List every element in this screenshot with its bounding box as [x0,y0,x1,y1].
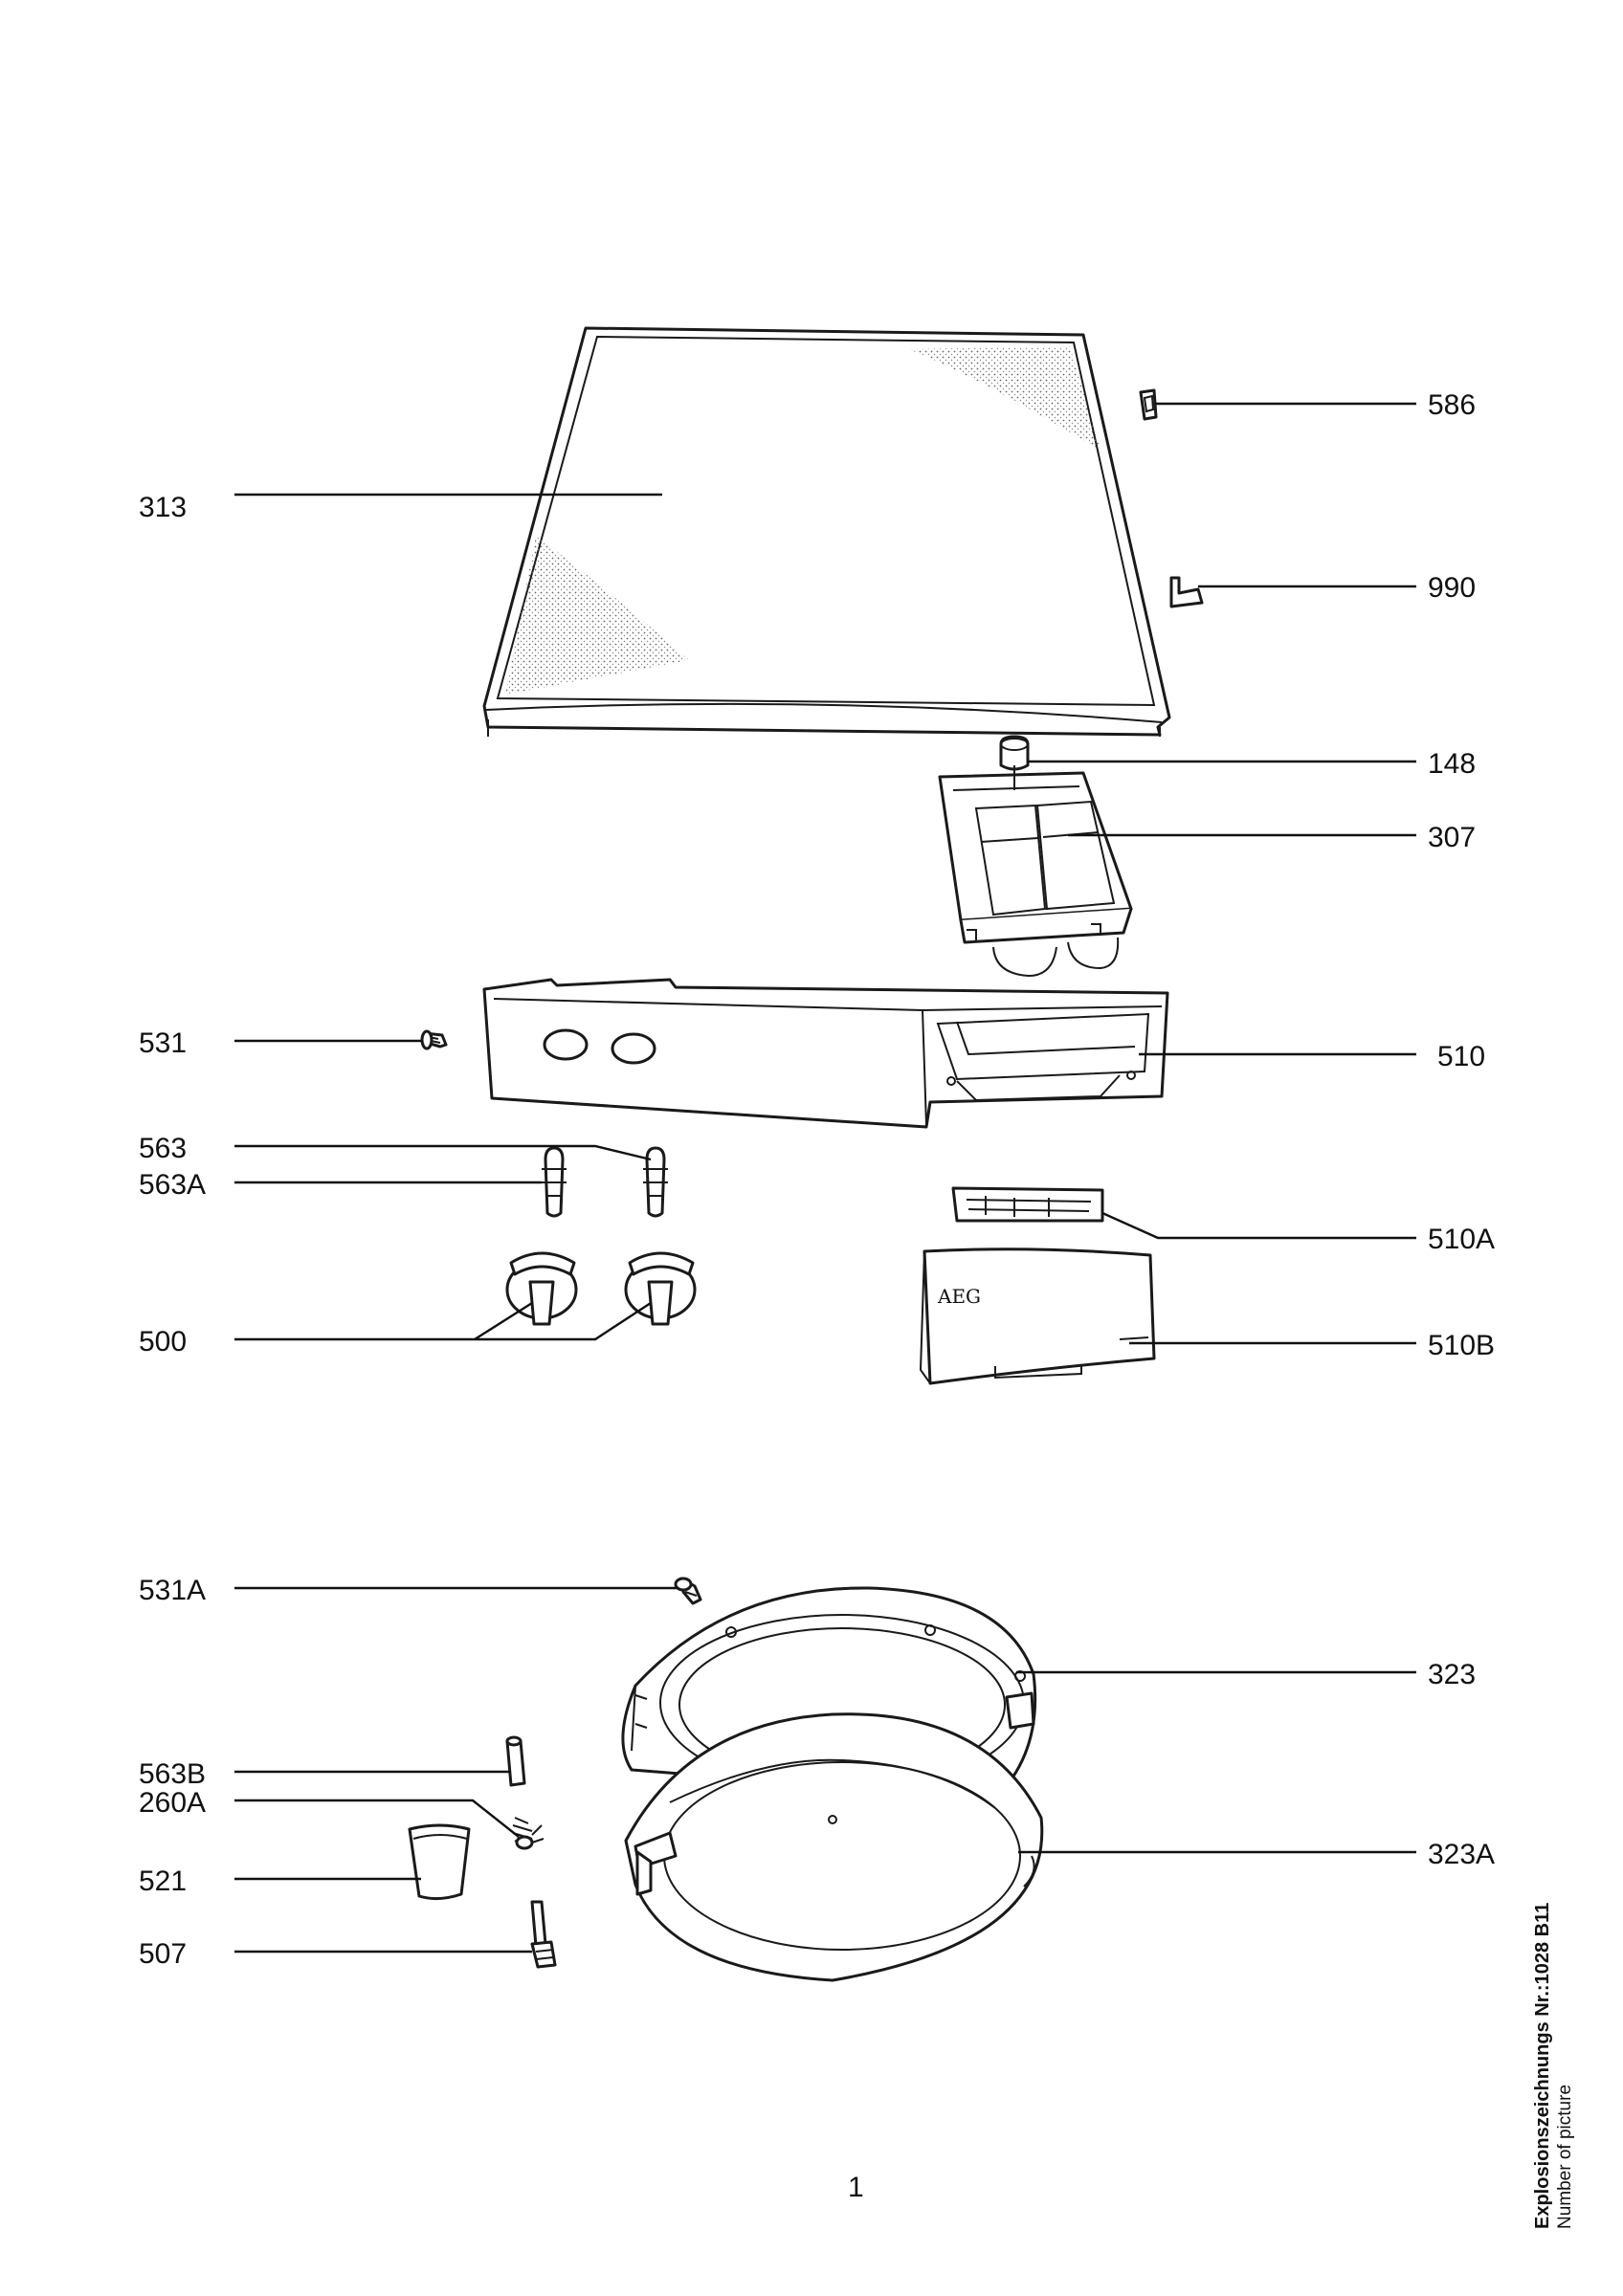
label-323: 323 [1428,1659,1476,1690]
label-260A: 260A [139,1787,206,1819]
part-313-worktop [482,326,1171,737]
leader-500 [234,1301,652,1341]
part-260A-spring [512,1817,545,1850]
drawing-number: Explosionszeichnungs Nr.:1028 B11 [1532,1902,1553,2229]
part-531A-screw [674,1577,702,1605]
part-500-knob-right [624,1251,697,1326]
label-510B: 510B [1428,1330,1495,1361]
leader-260A [234,1799,520,1838]
drawing-caption: Explosionszeichnungs Nr.:1028 B11 Number… [1531,1559,1577,2229]
label-531A: 531A [139,1575,206,1606]
part-148-siphon-cap [999,735,1030,771]
label-510: 510 [1437,1041,1485,1072]
label-510A: 510A [1428,1224,1495,1255]
brand-mark-aeg: AEG [937,1285,981,1308]
drawing-subtitle: Number of picture [1555,2084,1575,2229]
part-563-knob-shaft-left [542,1146,567,1218]
part-510A-display-window [951,1186,1104,1223]
part-500-knob-left [505,1251,578,1326]
label-500: 500 [139,1326,187,1358]
label-307: 307 [1428,822,1476,853]
part-586-clip [1139,388,1158,421]
label-563A: 563A [139,1169,206,1201]
part-507-door-catch [530,1900,557,1969]
label-507: 507 [139,1938,187,1970]
part-531-screw [420,1029,448,1050]
label-563: 563 [139,1133,187,1164]
part-323A-door-ring-inner [624,1712,1044,1982]
leader-510A [1101,1211,1416,1240]
page-number: 1 [848,2172,864,2203]
part-521-door-handle [408,1823,471,1901]
label-521: 521 [139,1866,187,1897]
label-148: 148 [1428,748,1476,780]
label-563B: 563B [139,1758,206,1790]
label-531: 531 [139,1027,187,1059]
part-563-knob-shaft-right [643,1146,668,1218]
label-990: 990 [1428,572,1476,604]
part-563B-hinge-pin [505,1735,526,1787]
part-990-bracket [1169,576,1204,608]
label-586: 586 [1428,389,1476,421]
part-510B-drawer-front: AEG [919,1247,1156,1385]
part-307-detergent-insert [938,765,1133,978]
part-510-control-panel [482,978,1169,1129]
label-323A: 323A [1428,1839,1495,1870]
label-313: 313 [139,492,187,523]
leader-563 [234,1144,652,1161]
